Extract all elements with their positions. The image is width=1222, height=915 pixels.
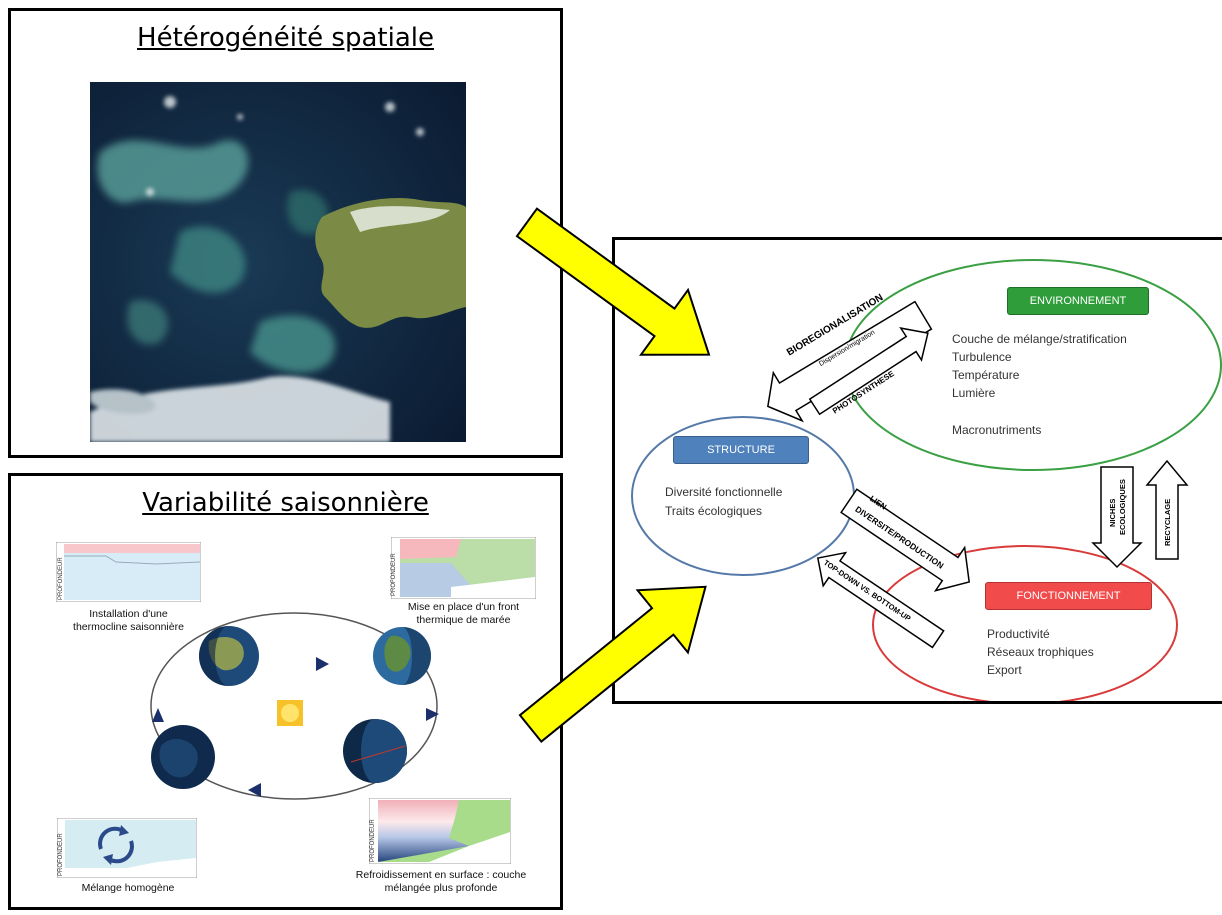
mixing-caption: Mélange homogène — [81, 882, 175, 894]
sun-core — [281, 704, 299, 722]
fonctionnement-chip: FONCTIONNEMENT — [985, 582, 1152, 610]
environnement-item: Température — [952, 368, 1020, 382]
thermocline-profile-chart — [56, 542, 201, 602]
earth-globe-icon — [373, 627, 431, 685]
cooling-profile-chart — [369, 798, 511, 864]
lien-diversite-arrow — [840, 488, 971, 592]
seasonal-title: Variabilité saisonnière — [142, 488, 429, 518]
orbit-path — [150, 612, 438, 800]
spatial-heterogeneity-panel: Hétérogénéité spatiale — [8, 8, 563, 458]
earth-globe-icon — [343, 719, 407, 783]
structure-chip: STRUCTURE — [673, 436, 809, 464]
fonctionnement-item: Export — [987, 663, 1022, 677]
niches-ecologiques-arrow — [1091, 466, 1143, 569]
bioregionalisation-arrow — [767, 300, 933, 423]
thermocline-caption-line1: Installation d'une — [89, 608, 168, 620]
yellow-arrow-upper — [515, 207, 711, 356]
conceptual-schema-panel: STRUCTURE ENVIRONNEMENT FONCTIONNEMENT D… — [612, 237, 1222, 704]
environnement-item: Lumière — [952, 386, 996, 400]
yellow-arrow-lower — [518, 585, 707, 743]
fonctionnement-item: Productivité — [987, 627, 1050, 641]
top-down-arrow — [816, 551, 945, 649]
tidal-front-profile-chart — [391, 537, 536, 599]
environnement-item: Turbulence — [952, 350, 1012, 364]
schema-shapes — [631, 259, 1222, 701]
structure-item: Diversité fonctionnelle — [665, 485, 783, 499]
fonctionnement-ellipse — [872, 545, 1178, 701]
photosynthese-arrow — [808, 327, 929, 416]
orbit-diagram — [150, 612, 439, 839]
environnement-item: Macronutriments — [952, 423, 1042, 437]
mixing-cycle-icon — [98, 825, 134, 865]
thermocline-caption-line2: thermocline saisonnière — [73, 621, 184, 633]
front-caption-line1: Mise en place d'un front — [407, 601, 520, 613]
satellite-image — [90, 82, 466, 442]
recyclage-arrow — [1145, 459, 1189, 560]
orbit-direction-marker — [316, 657, 329, 671]
fonctionnement-item: Réseaux trophiques — [987, 645, 1094, 659]
orbit-direction-marker — [248, 783, 261, 797]
earth-globe-icon — [151, 725, 215, 789]
cooling-caption-line2: mélangée plus profonde — [384, 882, 498, 894]
environnement-item: Couche de mélange/stratification — [952, 332, 1127, 346]
environnement-chip: ENVIRONNEMENT — [1007, 287, 1149, 315]
orbit-direction-marker — [426, 708, 439, 721]
front-caption-line2: thermique de marée — [416, 614, 511, 626]
earth-globe-icon — [199, 626, 259, 686]
spatial-title: Hétérogénéité spatiale — [137, 23, 434, 53]
seasonal-variability-panel: Variabilité saisonnière — [8, 473, 563, 910]
cooling-caption-line1: Refroidissement en surface : couche — [355, 869, 527, 881]
structure-item: Traits écologiques — [665, 504, 762, 518]
orbit-direction-marker — [152, 708, 164, 722]
